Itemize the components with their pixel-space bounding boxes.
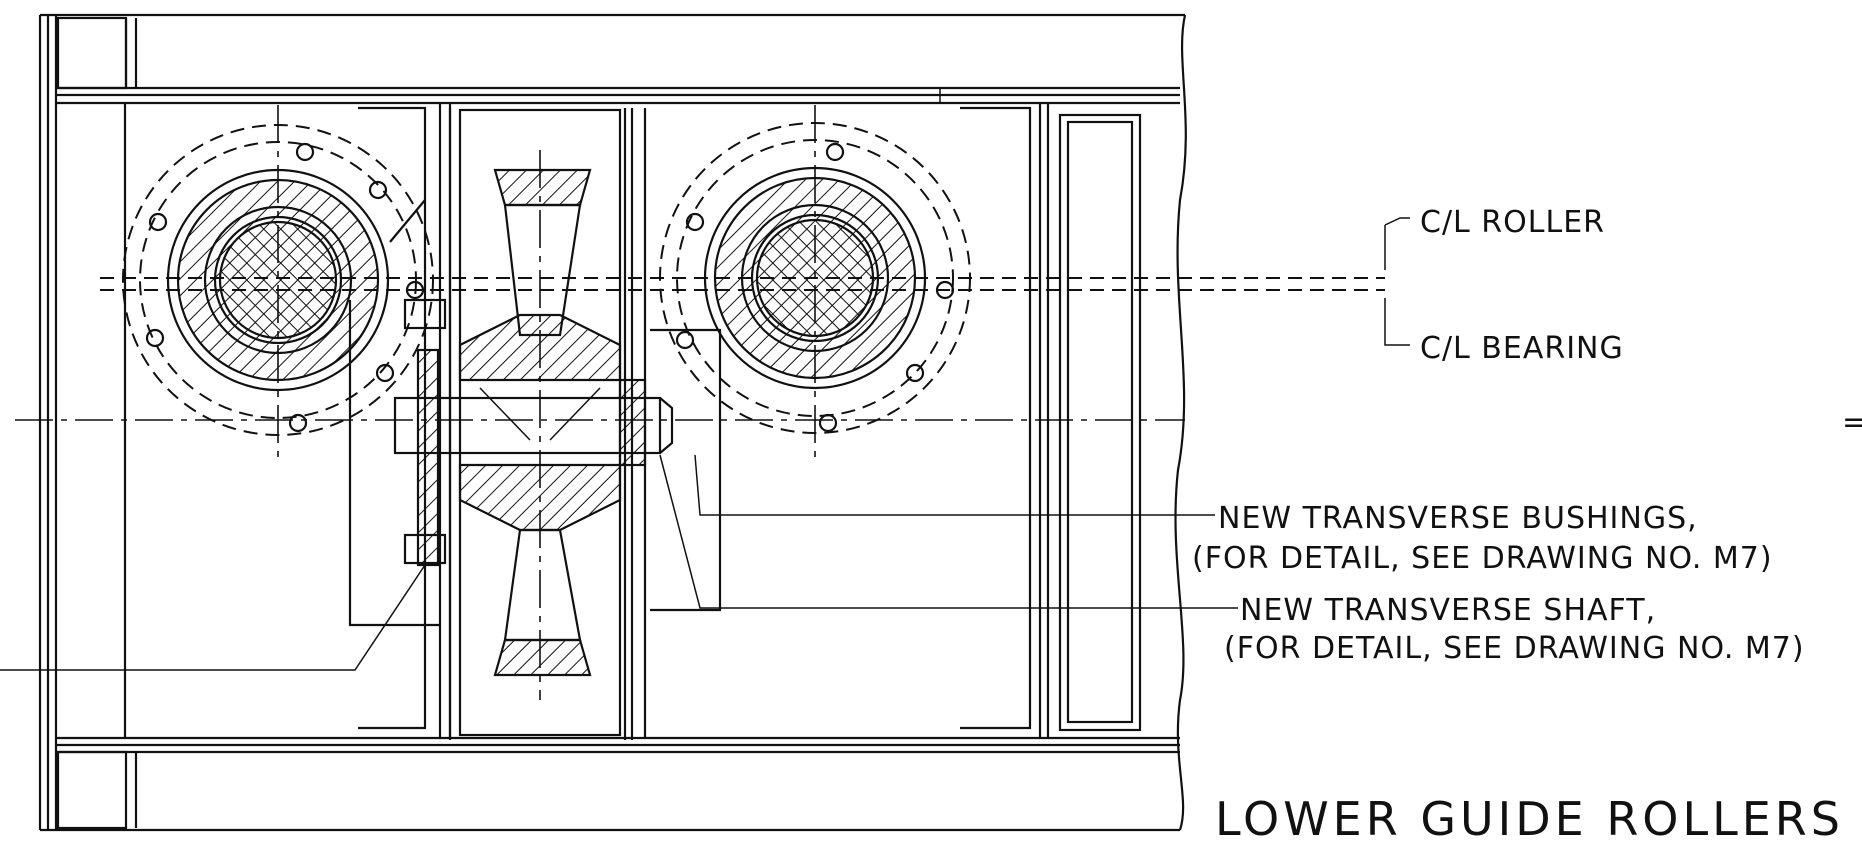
bushings-label-line1: NEW TRANSVERSE BUSHINGS, (1218, 501, 1698, 536)
cl-roller-label: C/L ROLLER (1420, 205, 1605, 240)
left-roller (122, 105, 434, 465)
shaft-label-line2: (FOR DETAIL, SEE DRAWING NO. M7) (1224, 631, 1805, 666)
drawing-title: LOWER GUIDE ROLLERS (1215, 792, 1844, 842)
edge-mark: = (1842, 405, 1862, 440)
right-roller-housing (643, 103, 1142, 738)
transverse-shaft (15, 298, 1185, 567)
cl-bearing-label: C/L BEARING (1420, 331, 1624, 366)
leader-lines (0, 217, 1410, 671)
center-sheave (448, 108, 634, 740)
outer-frame (38, 13, 1187, 832)
right-roller (659, 105, 971, 465)
bushings-label-line2: (FOR DETAIL, SEE DRAWING NO. M7) (1192, 541, 1773, 576)
shaft-label-line1: NEW TRANSVERSE SHAFT, (1240, 593, 1656, 628)
centerlines (100, 277, 1385, 291)
